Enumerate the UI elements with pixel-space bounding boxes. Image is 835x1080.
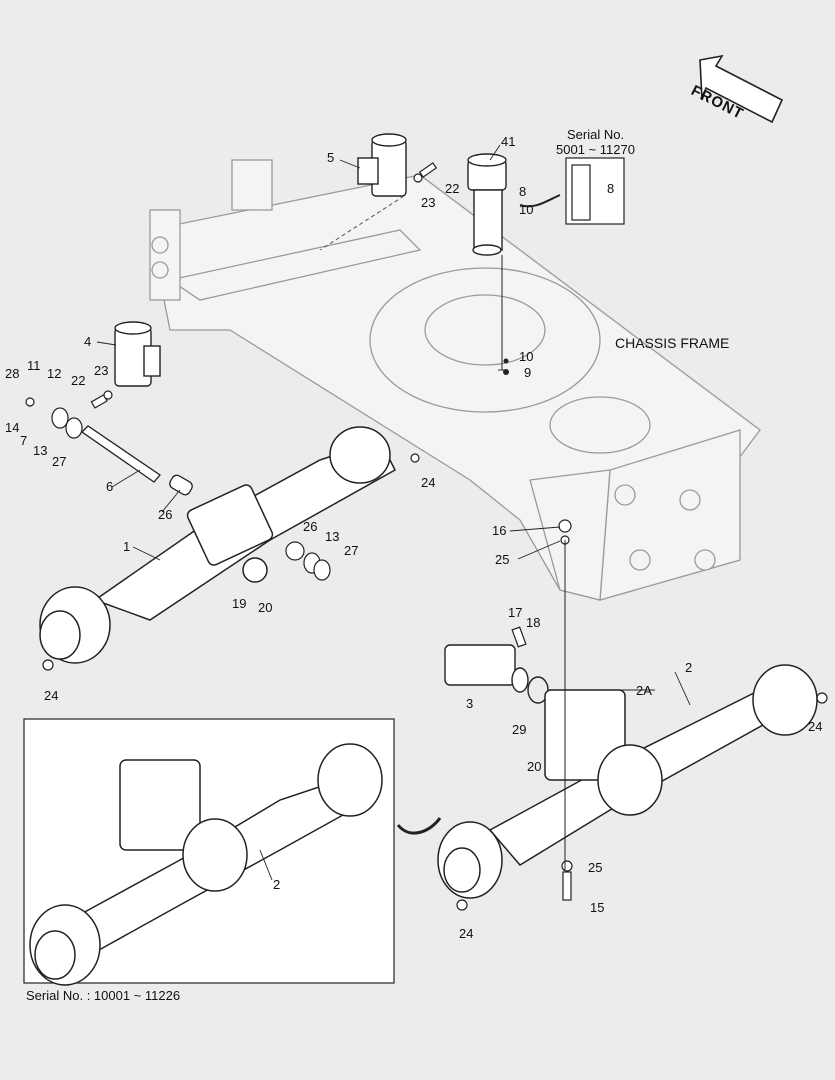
callout-16: 16: [492, 523, 507, 538]
serial-bottom: Serial No. : 10001 ~ 11226: [26, 988, 181, 1003]
callout-22: 22: [71, 373, 86, 388]
callout-24: 24: [808, 719, 823, 734]
callout-41: 41: [501, 134, 516, 149]
callout-26: 26: [303, 519, 318, 534]
callout-19: 19: [232, 596, 247, 611]
callout-22: 22: [445, 181, 460, 196]
callout-23: 23: [421, 195, 436, 210]
callout-10: 10: [519, 349, 534, 364]
rotary-joint: [467, 153, 507, 256]
callout-24: 24: [44, 688, 59, 703]
callout-15: 15: [590, 900, 605, 915]
callout-14: 14: [5, 420, 20, 435]
callout-25: 25: [495, 552, 510, 567]
callout-17: 17: [508, 605, 523, 620]
callout-10: 10: [519, 202, 534, 217]
callout-18: 18: [526, 615, 541, 630]
callout-24: 24: [421, 475, 436, 490]
inset-axle: [29, 743, 383, 986]
callout-13: 13: [33, 443, 48, 458]
callout-20: 20: [258, 600, 273, 615]
callout-7: 7: [20, 433, 28, 448]
callout-4: 4: [84, 334, 92, 349]
front-arrow-icon: [699, 54, 784, 124]
callout-2: 2: [685, 660, 693, 675]
callout-12: 12: [47, 366, 62, 381]
front-axle: [39, 426, 396, 664]
callout-24: 24: [459, 926, 474, 941]
chassis-frame: [149, 159, 761, 601]
callout-9: 9: [524, 365, 532, 380]
callout-2: 2: [273, 877, 281, 892]
callout-13: 13: [325, 529, 340, 544]
cylinder-5: [357, 133, 407, 197]
cylinder-4: [114, 321, 161, 387]
callout-20: 20: [527, 759, 542, 774]
callout-8: 8: [607, 181, 615, 196]
callout-1: 1: [123, 539, 131, 554]
callout-5: 5: [327, 150, 335, 165]
callout-11: 11: [27, 358, 41, 373]
serial-top-line2: 5001 ~ 11270: [556, 142, 635, 157]
callout-27: 27: [344, 543, 359, 558]
callout-2A: 2A: [636, 683, 652, 698]
callout-28: 28: [5, 366, 20, 381]
chassis-frame-label: CHASSIS FRAME: [615, 335, 730, 351]
callout-25: 25: [588, 860, 603, 875]
callout-8: 8: [519, 184, 527, 199]
callout-23: 23: [94, 363, 109, 378]
callout-3: 3: [466, 696, 474, 711]
serial-inset-joint: [565, 157, 625, 225]
callout-27: 27: [52, 454, 67, 469]
hydraulic-motor: [444, 644, 549, 704]
callout-29: 29: [512, 722, 527, 737]
callout-26: 26: [158, 507, 173, 522]
shaft-6: [80, 425, 193, 496]
leader-lines: [96, 144, 691, 881]
serial-top-line1: Serial No.: [567, 127, 625, 142]
callout-6: 6: [106, 479, 114, 494]
